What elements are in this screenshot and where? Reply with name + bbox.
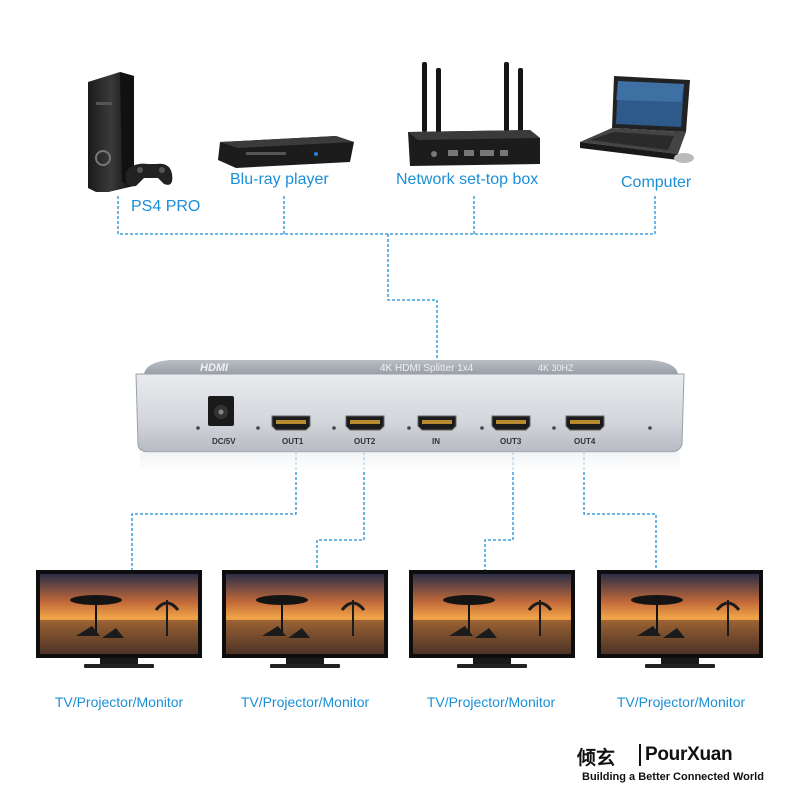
port-label-dc: DC/5V <box>212 437 236 446</box>
port-label-out2: OUT2 <box>354 437 376 446</box>
splitter-spec-text: 4K 30HZ <box>538 363 574 373</box>
display-label-3: TV/Projector/Monitor <box>426 694 556 710</box>
dc-power-jack <box>208 396 234 426</box>
port-label-out3: OUT3 <box>500 437 522 446</box>
hdmi-port-out3 <box>491 415 531 431</box>
splitter-title-text: 4K HDMI Splitter 1x4 <box>380 363 474 374</box>
brand-divider <box>639 744 641 766</box>
source-label-bluray: Blu-ray player <box>230 171 329 188</box>
out4-line <box>583 452 657 570</box>
port-label-out1: OUT1 <box>282 437 304 446</box>
display-label-4: TV/Projector/Monitor <box>616 694 746 710</box>
display-3 <box>409 570 575 670</box>
out3-line <box>484 452 514 570</box>
blu-ray-player-icon <box>218 136 354 168</box>
display-2 <box>222 570 388 670</box>
display-label-1: TV/Projector/Monitor <box>54 694 184 710</box>
display-1 <box>36 570 202 670</box>
splitter-logo-text: HDMI <box>200 362 229 374</box>
hdmi-port-out4 <box>565 415 605 431</box>
brand-name: PourXuan <box>645 744 733 765</box>
source-label-computer: Computer <box>621 174 692 191</box>
hdmi-splitter: HDMI 4K HDMI Splitter 1x4 4K 30HZ <box>135 360 685 453</box>
port-label-out4: OUT4 <box>574 437 596 446</box>
source-label-stb: Network set-top box <box>396 171 539 188</box>
hdmi-port-in <box>417 415 457 431</box>
brand-name-chinese: 倾玄 <box>577 747 616 769</box>
hdmi-port-out2 <box>345 415 385 431</box>
display-label-2: TV/Projector/Monitor <box>240 694 370 710</box>
source-bus-line <box>117 196 656 235</box>
set-top-box-icon <box>408 62 540 166</box>
source-label-ps4: PS4 PRO <box>131 198 201 215</box>
splitter-reflection <box>140 452 680 472</box>
out2-line <box>316 452 365 570</box>
out1-line <box>131 452 297 570</box>
display-4 <box>597 570 763 670</box>
game-console-icon <box>88 72 173 192</box>
laptop-icon <box>580 76 694 163</box>
port-label-in: IN <box>432 437 440 446</box>
brand-tagline: Building a Better Connected World <box>582 771 764 783</box>
hdmi-port-out1 <box>271 415 311 431</box>
source-to-splitter-line <box>387 234 438 405</box>
